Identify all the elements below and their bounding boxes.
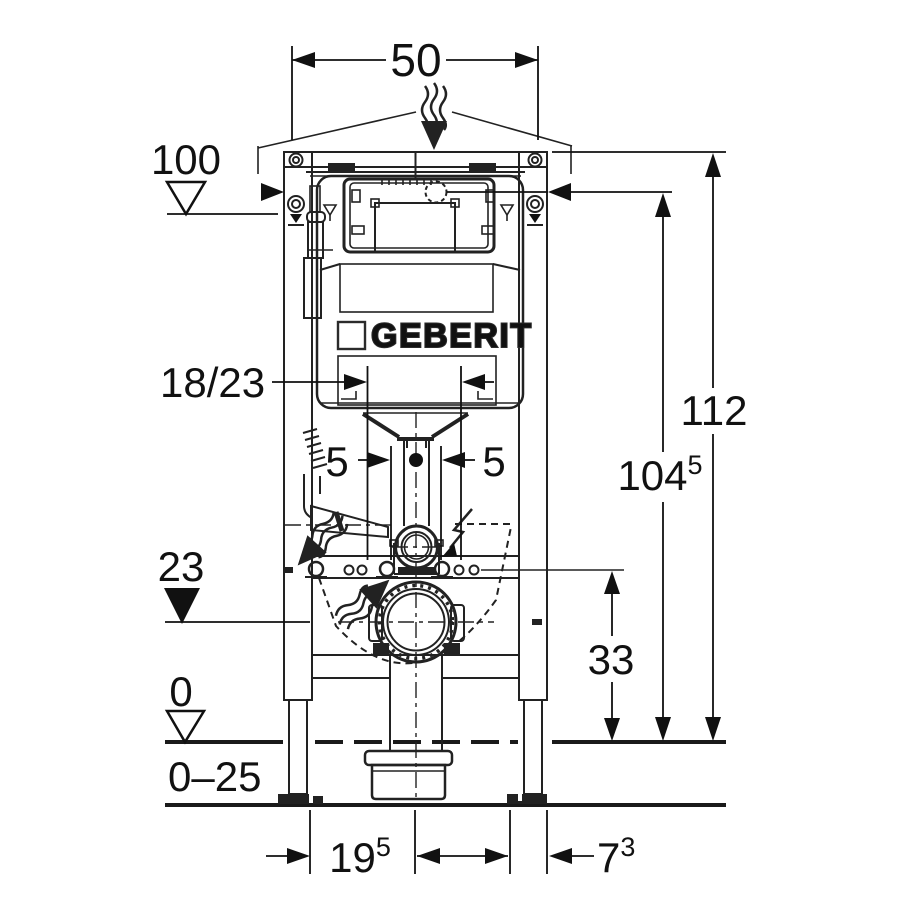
dimension-top-width: 50 <box>291 34 539 140</box>
flush-valve-door <box>370 198 460 253</box>
dim-5-right-label: 5 <box>482 438 505 485</box>
concealed-cistern: GEBERIT <box>303 163 533 410</box>
center-point <box>409 453 423 467</box>
flush-pipe <box>361 412 470 526</box>
level-marker-100: 100 <box>151 136 278 217</box>
dim-112-label: 112 <box>681 387 748 434</box>
pipe-clamp-icon <box>305 560 453 578</box>
water-level-icon <box>322 204 515 221</box>
dim-18-23-label: 18/23 <box>160 359 265 406</box>
mounting-frame <box>278 151 548 804</box>
fixing-plate <box>305 555 624 579</box>
brand-label: GEBERIT <box>371 317 533 355</box>
flow-arrow-icon <box>419 81 449 152</box>
rail-tick <box>283 567 293 573</box>
level-marker-23: 23 <box>158 543 310 624</box>
wall-anchor-icon <box>287 195 544 226</box>
dim-104-label: 1045 <box>617 450 702 499</box>
dimension-actuation-height: 1045 <box>447 183 703 741</box>
reference-arrow-left <box>261 183 284 201</box>
dim-7-label: 73 <box>597 832 635 881</box>
lower-cross-rail <box>313 654 519 679</box>
fill-valve <box>303 185 333 319</box>
cover-cut-lines <box>257 111 573 174</box>
drain-socket <box>363 749 454 801</box>
dim-5-left-label: 5 <box>325 438 348 485</box>
screw-icon <box>288 152 543 168</box>
dim-50-label: 50 <box>390 34 441 86</box>
dimension-bottom: 195 73 <box>266 810 635 881</box>
dim-33-label: 33 <box>588 636 635 683</box>
geberit-logo: GEBERIT <box>336 316 533 356</box>
water-supply <box>285 428 396 539</box>
level-23-label: 23 <box>158 543 205 590</box>
rail-tick <box>532 619 542 625</box>
floor-range-label: 0–25 <box>168 753 261 800</box>
level-0-label: 0 <box>169 668 192 715</box>
frame-feet <box>278 794 547 804</box>
dim-19-label: 195 <box>329 832 391 881</box>
fixing-hole-icon <box>343 564 480 576</box>
dimension-outlet-height: 33 <box>588 571 635 741</box>
dimension-total-height: 112 <box>552 151 748 741</box>
lightning-icon <box>442 508 511 557</box>
service-box <box>337 355 497 406</box>
access-window <box>342 177 496 254</box>
level-100-label: 100 <box>151 136 221 183</box>
actuator-opening <box>424 180 448 204</box>
front-panel <box>339 263 494 313</box>
level-marker-0: 0 <box>164 668 207 745</box>
dimension-center-offsets: 5 5 <box>325 438 506 560</box>
